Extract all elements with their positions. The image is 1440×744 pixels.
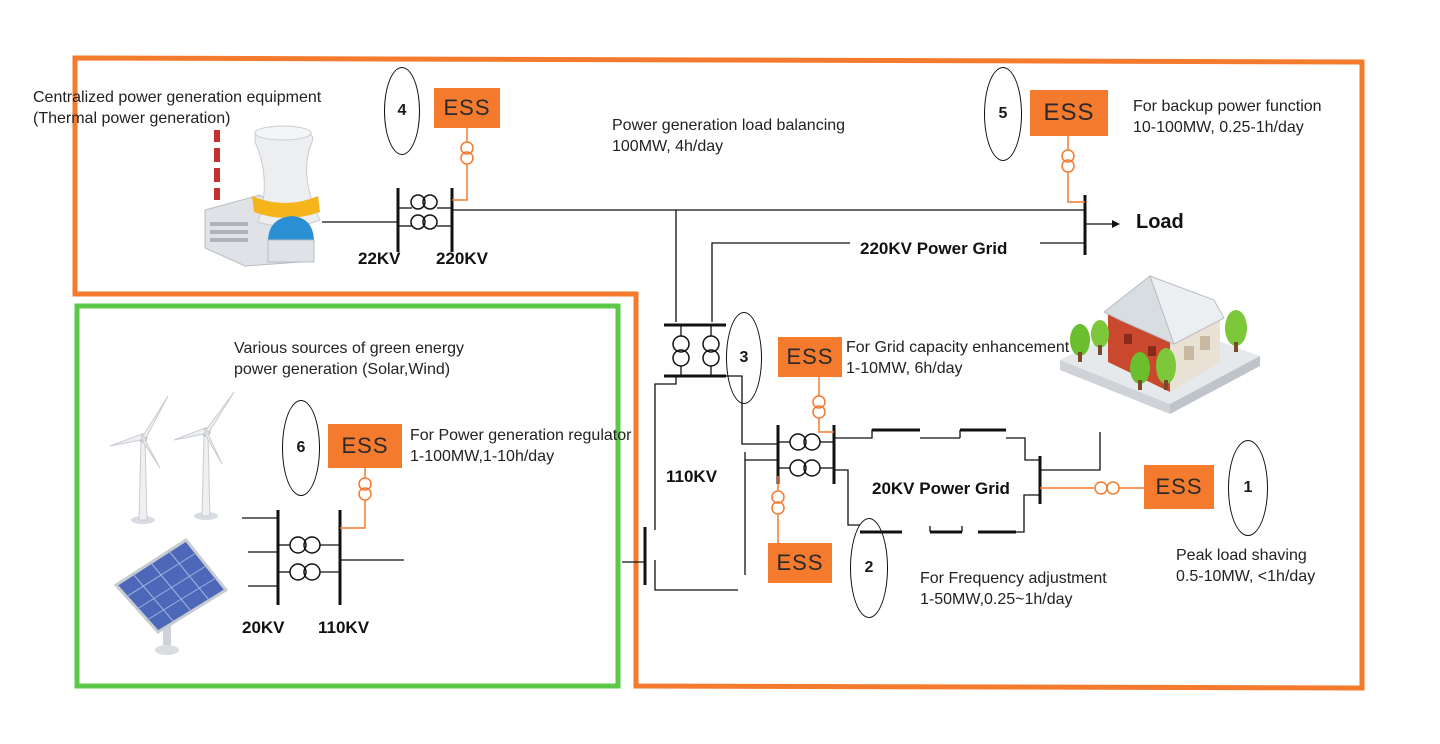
house-icon bbox=[1060, 275, 1260, 414]
regulator-label-line2: 1-100MW,1-10h/day bbox=[410, 448, 555, 465]
voltage-220kv-label: 220KV bbox=[436, 249, 488, 268]
green-label-line1: Various sources of green energy bbox=[234, 340, 465, 357]
voltage-110kv-mid-label: 110KV bbox=[666, 467, 718, 486]
marker-1: 1 bbox=[1228, 440, 1268, 536]
voltage-20kv-label: 20KV bbox=[242, 618, 285, 637]
balancing-label-line1: Power generation load balancing bbox=[612, 117, 846, 134]
marker-3: 3 bbox=[726, 312, 762, 404]
ess-box-4: ESS bbox=[434, 88, 500, 128]
marker-6: 6 bbox=[282, 400, 320, 496]
regulator-label-line1: For Power generation regulator bbox=[410, 427, 632, 444]
balancing-label-line2: 100MW, 4h/day bbox=[612, 138, 724, 155]
thermal-plant-icon bbox=[204, 125, 321, 267]
ess-box-3: ESS bbox=[778, 337, 842, 377]
capacity-label-line2: 1-10MW, 6h/day bbox=[846, 360, 963, 377]
load-label: Load bbox=[1136, 211, 1184, 233]
green-frame bbox=[74, 303, 621, 689]
wind-turbine-icon bbox=[109, 391, 235, 524]
capacity-label-line1: For Grid capacity enhancement bbox=[846, 339, 1070, 356]
thermal-label-line2: (Thermal power generation) bbox=[33, 110, 231, 127]
peak-label-line2: 0.5-10MW, <1h/day bbox=[1176, 568, 1316, 585]
marker-2: 2 bbox=[850, 518, 888, 618]
ess-box-1: ESS bbox=[1144, 465, 1214, 509]
voltage-110kv-label: 110KV bbox=[318, 618, 370, 637]
thermal-label-line1: Centralized power generation equipment bbox=[33, 89, 322, 106]
backup-label-line1: For backup power function bbox=[1133, 98, 1322, 115]
ess-box-2: ESS bbox=[768, 543, 832, 583]
green-label-line2: power generation (Solar,Wind) bbox=[234, 361, 451, 378]
grid20-label: 20KV Power Grid bbox=[872, 479, 1010, 498]
ess-box-6: ESS bbox=[328, 424, 402, 468]
freq-label-line2: 1-50MW,0.25~1h/day bbox=[920, 591, 1073, 608]
marker-4: 4 bbox=[384, 67, 420, 155]
orange-frame bbox=[72, 55, 1365, 691]
backup-label-line2: 10-100MW, 0.25-1h/day bbox=[1133, 119, 1304, 136]
solar-panel-icon bbox=[113, 538, 229, 655]
grid220-label: 220KV Power Grid bbox=[860, 239, 1008, 258]
marker-5: 5 bbox=[984, 67, 1022, 161]
freq-label-line1: For Frequency adjustment bbox=[920, 570, 1107, 587]
ess-box-5: ESS bbox=[1030, 90, 1108, 136]
peak-label-line1: Peak load shaving bbox=[1176, 547, 1307, 564]
voltage-22kv-label: 22KV bbox=[358, 249, 401, 268]
